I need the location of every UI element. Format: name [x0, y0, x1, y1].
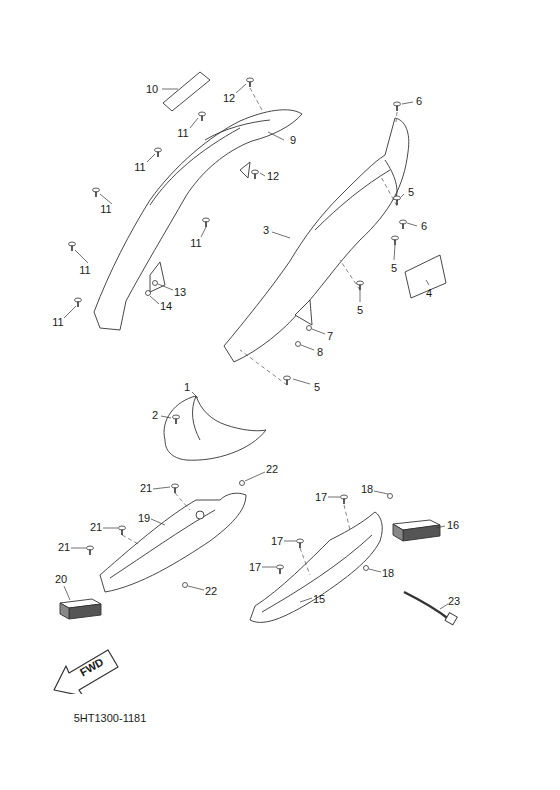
- callout-number: 11: [52, 317, 63, 328]
- callout-number: 3: [263, 225, 269, 236]
- drawing-number: 5HT1300-1181: [74, 713, 147, 724]
- callout-number: 16: [447, 520, 459, 531]
- callout-number: 19: [138, 513, 150, 524]
- callout-number: 21: [58, 542, 70, 553]
- callout-number: 6: [421, 221, 427, 232]
- forward-arrow: FWD: [52, 640, 124, 694]
- callout-number: 14: [160, 301, 172, 312]
- callout-number: 18: [361, 484, 373, 495]
- callout-number: 6: [416, 96, 422, 107]
- callout-number: 5: [391, 263, 397, 274]
- callout-number: 22: [266, 464, 278, 475]
- callout-number: 5: [408, 187, 414, 198]
- callout-number: 7: [327, 331, 333, 342]
- callout-number: 21: [90, 522, 102, 533]
- callout-number: 4: [426, 288, 432, 299]
- callout-number: 12: [223, 93, 235, 104]
- callout-number: 22: [205, 586, 217, 597]
- callout-number: 12: [267, 171, 279, 182]
- callout-number: 18: [382, 568, 394, 579]
- callout-number: 9: [290, 135, 296, 146]
- callout-number: 5: [357, 305, 363, 316]
- callout-number: 11: [100, 204, 111, 215]
- callout-number: 10: [146, 84, 158, 95]
- callout-number: 13: [174, 287, 186, 298]
- callout-number: 17: [249, 562, 261, 573]
- callout-number: 21: [140, 483, 152, 494]
- callout-number: 11: [177, 128, 188, 139]
- callout-number: 15: [313, 594, 325, 605]
- callout-number: 11: [79, 265, 90, 276]
- callout-number: 11: [190, 238, 201, 249]
- callout-number: 5: [314, 382, 320, 393]
- callout-number: 23: [448, 596, 460, 607]
- callout-number: 17: [271, 536, 283, 547]
- callout-number: 20: [55, 574, 67, 585]
- callout-number: 8: [317, 347, 323, 358]
- callout-number: 1: [184, 382, 190, 393]
- callout-number: 2: [152, 410, 158, 421]
- callout-number: 11: [134, 162, 145, 173]
- callout-number: 17: [315, 492, 327, 503]
